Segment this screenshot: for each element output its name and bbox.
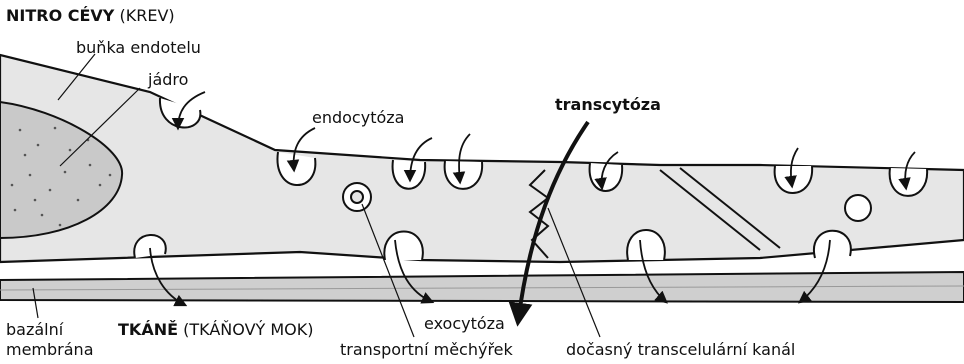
lumen-label: NITRO CÉVY (KREV) — [6, 6, 175, 25]
tissue-subtitle: (TKÁŇOVÝ MOK) — [183, 320, 313, 339]
basal-membrane-label-1: bazální — [6, 320, 63, 339]
basal-membrane-label-2: membrána — [6, 340, 94, 359]
nucleus-label: jádro — [148, 70, 188, 89]
exocytosis-label: exocytóza — [424, 314, 505, 333]
endocytosis-label: endocytóza — [312, 108, 404, 127]
lumen-subtitle: (KREV) — [119, 6, 174, 25]
lumen-title: NITRO CÉVY — [6, 6, 114, 25]
transport-vesicle-label: transportní měchýřek — [340, 340, 513, 359]
endothelial-cell-label: buňka endotelu — [76, 38, 201, 57]
tissue-label: TKÁNĚ (TKÁŇOVÝ MOK) — [118, 320, 314, 339]
transcellular-channel-label: dočasný transcelulární kanál — [566, 340, 795, 359]
endothelial-cell-body — [0, 55, 964, 262]
transcytosis-label: transcytóza — [555, 95, 661, 114]
tissue-title: TKÁNĚ — [118, 320, 178, 339]
